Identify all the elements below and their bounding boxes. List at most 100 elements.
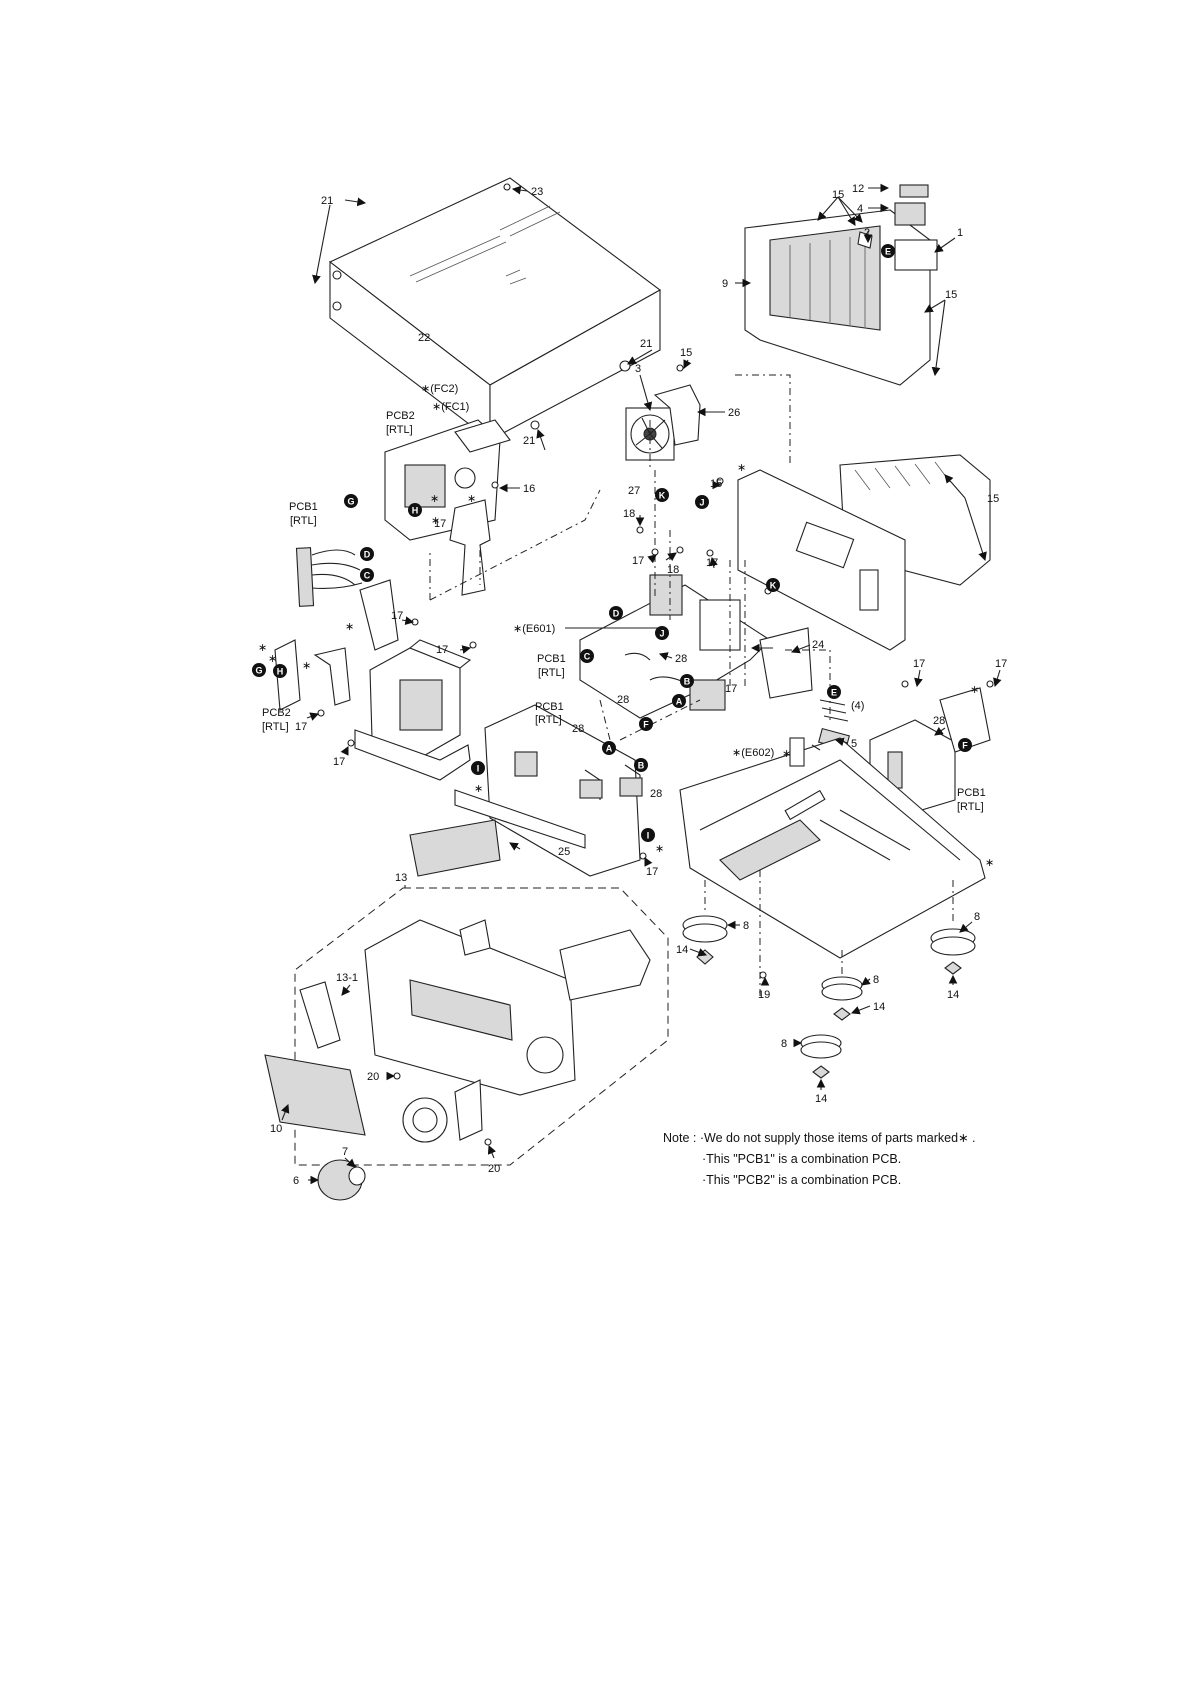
label-1: 1 (957, 227, 963, 239)
label-rtl-pcb1-center: [RTL] (538, 667, 565, 679)
star-marker: ∗ (268, 653, 277, 665)
svg-text:K: K (770, 581, 777, 591)
pcb1-front-board-part (484, 704, 643, 877)
label-17-b: 17 (632, 555, 644, 567)
front-switch-part (459, 919, 491, 956)
svg-text:F: F (643, 720, 649, 730)
star-marker: ∗ (737, 462, 746, 474)
label-13-1: 13-1 (336, 972, 358, 984)
connector-badge-g-2: G (252, 663, 266, 677)
label-14-c: 14 (815, 1093, 827, 1105)
label-rtl-pcb2-left: [RTL] (262, 721, 289, 733)
label-5: 5 (851, 738, 857, 750)
label-e601: ∗(E601) (513, 623, 555, 635)
svg-text:E: E (885, 247, 891, 257)
display-bracket-part (454, 789, 586, 849)
connector-badge-e: E (881, 244, 895, 258)
door-panel-part (264, 1054, 366, 1136)
label-8-c: 8 (781, 1038, 787, 1050)
label-6: 6 (293, 1175, 299, 1187)
label-28-c: 28 (572, 723, 584, 735)
label-21-a: 21 (321, 195, 333, 207)
svg-text:B: B (684, 677, 691, 687)
pcb1-connector-board-part (295, 547, 315, 607)
label-17-c: 17 (706, 557, 718, 569)
svg-text:I: I (647, 831, 650, 841)
label-15-c: 15 (945, 289, 957, 301)
screw-markers (317, 183, 994, 1146)
star-marker: ∗ (258, 642, 267, 654)
label-14-b: 14 (873, 1001, 885, 1013)
star-marker: ∗ (345, 621, 354, 633)
label-pcb1-front: PCB1 (535, 701, 564, 713)
svg-text:H: H (412, 506, 419, 516)
label-19: 19 (758, 989, 770, 1001)
label-9: 9 (722, 278, 728, 290)
parts-note: Note : ·We do not supply those items of … (663, 1128, 1083, 1191)
connector-badge-c: C (360, 568, 374, 582)
label-16: 16 (523, 483, 535, 495)
connector-badge-i: I (471, 761, 485, 775)
svg-text:G: G (255, 666, 262, 676)
label-15-a: 15 (680, 347, 692, 359)
label-pcb1-left: PCB1 (289, 501, 318, 513)
note-line-3: ·This "PCB2" is a combination PCB. (702, 1173, 902, 1187)
small-ribbon-part (819, 699, 849, 722)
label-15-d: 15 (710, 478, 722, 490)
leader-lines (281, 183, 1002, 1185)
label-2: 2 (864, 227, 870, 239)
label-7: 7 (342, 1146, 348, 1158)
part-labels: 21 23 22 21 21 15 3 26 12 4 15 2 1 9 15 … (262, 183, 1007, 1187)
connector-badge-j: J (695, 495, 709, 509)
star-marker: ∗ (985, 857, 994, 869)
svg-text:I: I (477, 764, 480, 774)
label-17-d: 17 (391, 610, 403, 622)
label-22: 22 (418, 332, 430, 344)
lower-bracket-part (313, 647, 351, 706)
label-21-b: 21 (640, 338, 652, 350)
connector-badge-b-2: B (634, 758, 648, 772)
svg-text:H: H (277, 667, 284, 677)
volume-knob-part (317, 1079, 483, 1201)
label-15-e: 15 (987, 493, 999, 505)
bracket-part (449, 499, 491, 596)
label-20-a: 20 (367, 1071, 379, 1083)
label-17-k: 17 (995, 658, 1007, 670)
fan-bracket-part (653, 384, 701, 446)
connector-badge-a-2: A (602, 741, 616, 755)
connector-badge-i-2: I (641, 828, 655, 842)
svg-text:B: B (638, 761, 645, 771)
front-sub-bracket-part (559, 929, 651, 1001)
label-27: 27 (628, 485, 640, 497)
svg-text:J: J (699, 498, 704, 508)
connector-badge-d-2: D (609, 606, 623, 620)
label-rtl-pcb1-left: [RTL] (290, 515, 317, 527)
label-25: 25 (558, 846, 570, 858)
foot-part (682, 915, 976, 1059)
cooling-fan-part (625, 407, 675, 461)
star-marker: ∗ (782, 748, 791, 760)
label-24: 24 (812, 639, 824, 651)
label-pcb1-center: PCB1 (537, 653, 566, 665)
svg-text:D: D (364, 550, 371, 560)
label-28-e: 28 (933, 715, 945, 727)
connector-badge-f-2: F (958, 738, 972, 752)
star-marker: ∗ (970, 684, 979, 696)
pcb1-main-board-part (579, 574, 813, 719)
label-fc1: ∗(FC1) (432, 401, 469, 413)
label-15-b: 15 (832, 189, 844, 201)
label-26: 26 (728, 407, 740, 419)
note-text-1: ·We do not supply those items of parts m… (699, 1131, 976, 1145)
label-17-h: 17 (333, 756, 345, 768)
svg-text:J: J (659, 629, 664, 639)
connector-badge-e-2: E (827, 685, 841, 699)
label-e602: ∗(E602) (732, 747, 774, 759)
window-panel-part (299, 981, 341, 1049)
connector-badge-d: D (360, 547, 374, 561)
connector-badge-k: K (655, 488, 669, 502)
label-rtl-pcb1-front: [RTL] (535, 714, 562, 726)
label-10: 10 (270, 1123, 282, 1135)
label-8-b: 8 (873, 974, 879, 986)
label-14-a: 14 (676, 944, 688, 956)
